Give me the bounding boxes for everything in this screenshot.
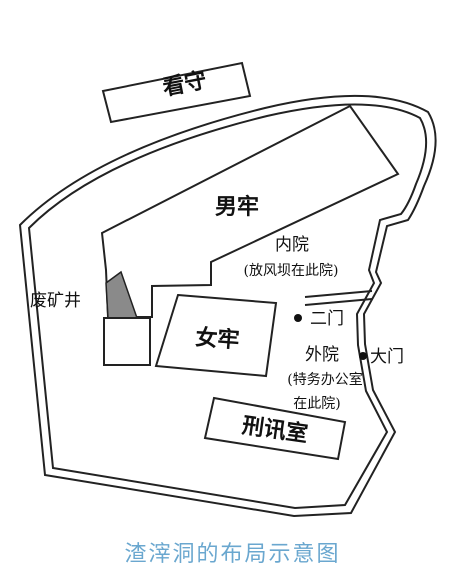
partition-wall-top (304, 290, 373, 298)
mine-label: 废矿井 (30, 291, 81, 311)
compound-wall-inner (27, 103, 428, 510)
inner-yard-note: (放风坝在此院) (244, 263, 339, 279)
main-gate-marker (359, 352, 367, 360)
female-prison-building (154, 293, 278, 378)
female-prison-label: 女牢 (195, 325, 241, 354)
outer-yard-label: 外院 (305, 345, 339, 365)
compound-wall-outer (18, 94, 437, 518)
partition-wall-bottom (304, 298, 373, 306)
guard-building (101, 61, 252, 124)
outer-yard-note-2: 在此院) (293, 396, 340, 412)
second-gate-label: 二门 (310, 309, 344, 329)
inner-yard-label: 内院 (275, 235, 309, 255)
mine-building (103, 317, 151, 366)
second-gate-marker (294, 314, 302, 322)
main-gate-label: 大门 (370, 347, 404, 367)
male-prison-label: 男牢 (215, 194, 259, 220)
diagram-caption: 渣滓洞的布局示意图 (124, 542, 341, 567)
outer-yard-note-1: (特务办公室 (287, 371, 362, 388)
interrogation-room-building (203, 396, 347, 461)
